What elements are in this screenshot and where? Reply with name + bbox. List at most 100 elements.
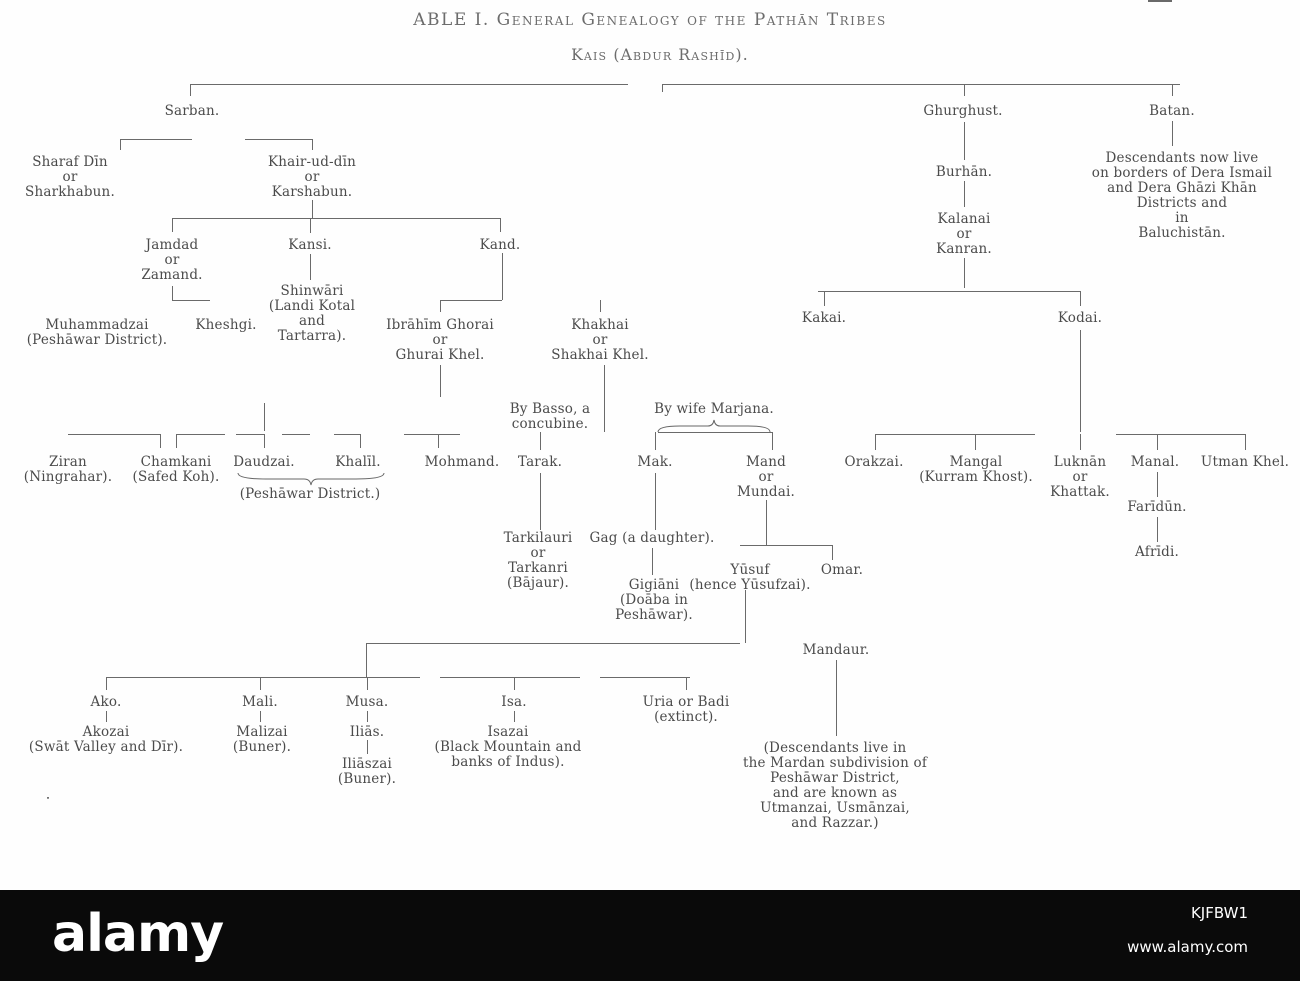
connector-line bbox=[604, 365, 605, 432]
connector-line bbox=[350, 84, 628, 85]
node-khair-ud-din: Khair-ud-dīn or Karshabun. bbox=[268, 155, 356, 200]
node-sarban: Sarban. bbox=[164, 103, 220, 119]
node-kansi: Kansi. bbox=[288, 237, 332, 253]
node-line: (Ningrahar). bbox=[23, 469, 113, 485]
connector-line bbox=[334, 434, 360, 435]
connector-line bbox=[367, 711, 368, 722]
connector-line bbox=[658, 432, 772, 433]
connector-line bbox=[964, 181, 965, 207]
node-mali: Mali. bbox=[242, 694, 278, 710]
node-line: Uria or Badi bbox=[642, 694, 730, 710]
connector-line bbox=[236, 434, 264, 435]
node-line: or bbox=[304, 169, 320, 185]
node-tarak: Tarak. bbox=[517, 454, 563, 470]
connector-line bbox=[312, 139, 313, 150]
node-line: Iliāszai bbox=[341, 756, 393, 772]
node-jamdad: Jamdad or Zamand. bbox=[141, 238, 202, 283]
node-line: Kalanai bbox=[937, 211, 991, 227]
node-kalanai: Kalanai or Kanran. bbox=[936, 212, 992, 257]
node-shinwari: Shinwāri (Landi Kotal and Tartarra). bbox=[269, 284, 355, 344]
node-afridi: Afrīdi. bbox=[1135, 544, 1179, 560]
connector-line bbox=[686, 677, 687, 690]
connector-line bbox=[1080, 291, 1081, 306]
connector-line bbox=[404, 434, 460, 435]
connector-line bbox=[68, 434, 160, 435]
batan-desc-line: on borders of Dera Ismail bbox=[1091, 165, 1273, 181]
batan-desc-line: Districts and bbox=[1136, 195, 1228, 211]
connector-line bbox=[176, 434, 177, 448]
node-line: Mand bbox=[745, 454, 787, 470]
node-line: Luknān bbox=[1053, 454, 1107, 470]
node-line: Shakhai Khel. bbox=[551, 347, 649, 363]
top-edge-mark bbox=[1148, 0, 1172, 2]
node-line: Ghurai Khel. bbox=[395, 347, 485, 363]
node-line: (Safed Koh). bbox=[132, 469, 220, 485]
node-line: Tarkanri bbox=[508, 560, 568, 576]
node-line: Khakhai bbox=[571, 317, 629, 333]
batan-desc-line: Baluchistān. bbox=[1138, 225, 1226, 241]
node-line: Khair-ud-dīn bbox=[267, 154, 357, 170]
node-line: (Landi Kotal bbox=[268, 298, 356, 314]
node-isazai: Isazai (Black Mountain and banks of Indu… bbox=[435, 725, 582, 770]
node-akozai: Akozai (Swāt Valley and Dīr). bbox=[29, 725, 183, 755]
connector-line bbox=[172, 218, 173, 232]
connector-line bbox=[655, 473, 656, 530]
node-line: Karshabun. bbox=[271, 184, 353, 200]
connector-line bbox=[745, 590, 746, 643]
connector-line bbox=[366, 643, 740, 644]
connector-line bbox=[662, 84, 663, 92]
connector-line bbox=[260, 711, 261, 722]
node-line: Gigiāni bbox=[628, 577, 680, 593]
connector-line bbox=[514, 677, 515, 690]
connector-line bbox=[106, 677, 107, 690]
connector-line bbox=[875, 434, 1035, 435]
connector-line bbox=[172, 300, 210, 301]
connector-line bbox=[172, 286, 173, 300]
connector-line bbox=[964, 122, 965, 160]
connector-line bbox=[1172, 84, 1173, 96]
node-iliaszai: Iliāszai (Buner). bbox=[338, 757, 396, 787]
node-mohmand: Mohmand. bbox=[424, 454, 500, 470]
node-burhan: Burhān. bbox=[935, 164, 993, 180]
node-malizai: Malizai (Buner). bbox=[233, 725, 291, 755]
node-sharaf-din: Sharaf Dīn or Sharkhabun. bbox=[25, 155, 115, 200]
node-mandaur: Mandaur. bbox=[802, 642, 870, 658]
connector-line bbox=[176, 434, 225, 435]
node-line: (hence Yūsufzai). bbox=[689, 577, 811, 593]
node-gigiani: Gigiāni (Doāba in Peshāwar). bbox=[615, 578, 693, 623]
node-line: or bbox=[530, 545, 546, 561]
connector-line bbox=[1157, 517, 1158, 542]
node-line: Tartarra). bbox=[277, 328, 347, 344]
connector-line bbox=[1080, 330, 1081, 432]
connector-line bbox=[172, 218, 500, 219]
connector-line bbox=[440, 300, 502, 301]
node-utman-khel: Utman Khel. bbox=[1200, 454, 1290, 470]
node-isa: Isa. bbox=[501, 694, 527, 710]
connector-line bbox=[875, 434, 876, 450]
connector-line bbox=[1116, 434, 1245, 435]
node-line: Utmanzai, Usmānzai, bbox=[760, 800, 910, 816]
node-ibrahim-ghorai: Ibrāhīm Ghorai or Ghurai Khel. bbox=[386, 318, 494, 363]
root-node-kais: Kais (Abdur Rashīd). bbox=[571, 46, 749, 64]
node-line: By Basso, a bbox=[509, 401, 591, 417]
node-line: (Black Mountain and bbox=[434, 739, 582, 755]
connector-line bbox=[160, 434, 161, 448]
node-khalil: Khalīl. bbox=[335, 454, 381, 470]
node-line: Shinwāri bbox=[280, 283, 344, 299]
node-line: Isazai bbox=[487, 724, 529, 740]
connector-line bbox=[502, 253, 503, 300]
connector-line bbox=[1172, 121, 1173, 146]
node-line: Peshāwar). bbox=[615, 607, 693, 623]
node-line: Malizai bbox=[236, 724, 288, 740]
node-line: or bbox=[62, 169, 78, 185]
chart-title: ABLE I. General Genealogy of the Pathān … bbox=[413, 10, 887, 30]
node-line: or bbox=[592, 332, 608, 348]
node-line: Muhammadzai bbox=[45, 317, 149, 333]
node-line: Jamdad bbox=[145, 237, 199, 253]
node-line: Khattak. bbox=[1050, 484, 1110, 500]
connector-line bbox=[514, 711, 515, 722]
node-kodai: Kodai. bbox=[1057, 310, 1103, 326]
node-line: (Kurram Khost). bbox=[919, 469, 1033, 485]
connector-line bbox=[264, 434, 265, 448]
node-line: (Swāt Valley and Dīr). bbox=[28, 739, 184, 755]
